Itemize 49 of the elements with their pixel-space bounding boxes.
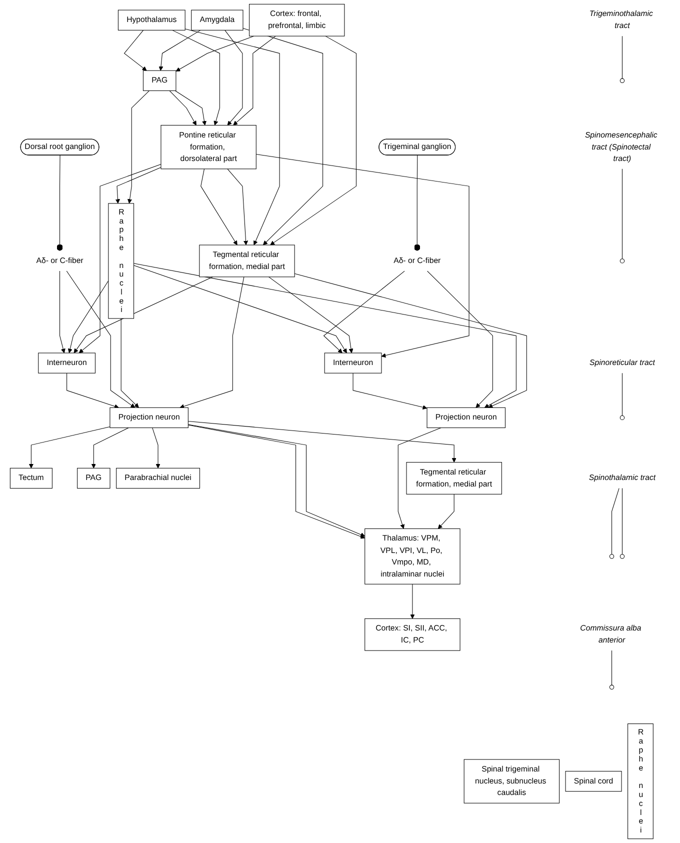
node-ellipse (609, 554, 614, 559)
arrow (158, 30, 201, 71)
arrow (233, 36, 276, 126)
arrow (152, 428, 160, 468)
arrow (438, 494, 454, 529)
arrow (188, 420, 456, 462)
arrow (224, 30, 243, 126)
arrow (427, 270, 493, 408)
connector (414, 155, 420, 252)
node-box: Raphe nuclei (108, 203, 134, 319)
arrow (169, 90, 196, 126)
arrow (180, 276, 244, 409)
arrow (398, 428, 442, 529)
arrow (78, 164, 162, 354)
arrow (294, 273, 527, 408)
arrow (256, 154, 470, 358)
arrow (200, 168, 238, 246)
arrow (74, 276, 213, 354)
connector (612, 488, 620, 555)
node-ellipse (620, 258, 625, 264)
arrow (268, 276, 354, 354)
arrow (134, 265, 347, 354)
arrow (68, 280, 109, 354)
node-ellipse (620, 415, 625, 420)
arrow (270, 36, 356, 246)
connector (56, 155, 63, 252)
arrow (176, 36, 254, 72)
arrow (323, 270, 405, 354)
arrow (242, 28, 324, 246)
arrow (66, 372, 119, 409)
arrow (127, 90, 150, 204)
arrow (60, 270, 66, 354)
node-ellipse (620, 78, 625, 84)
arrow (184, 28, 280, 246)
arrow (174, 90, 207, 126)
node-box: Raphe nuclei (628, 724, 654, 840)
arrow (120, 318, 139, 408)
arrow (227, 168, 248, 246)
node-ellipse (620, 554, 625, 559)
arrow (115, 167, 162, 204)
arrow (91, 428, 129, 468)
node-ellipse (609, 684, 614, 690)
arrow (172, 30, 220, 126)
arrow (134, 263, 516, 408)
arrow (66, 270, 136, 408)
arrow (28, 426, 110, 468)
arrow (352, 372, 428, 410)
arrow (124, 30, 147, 71)
arrow (410, 584, 415, 619)
